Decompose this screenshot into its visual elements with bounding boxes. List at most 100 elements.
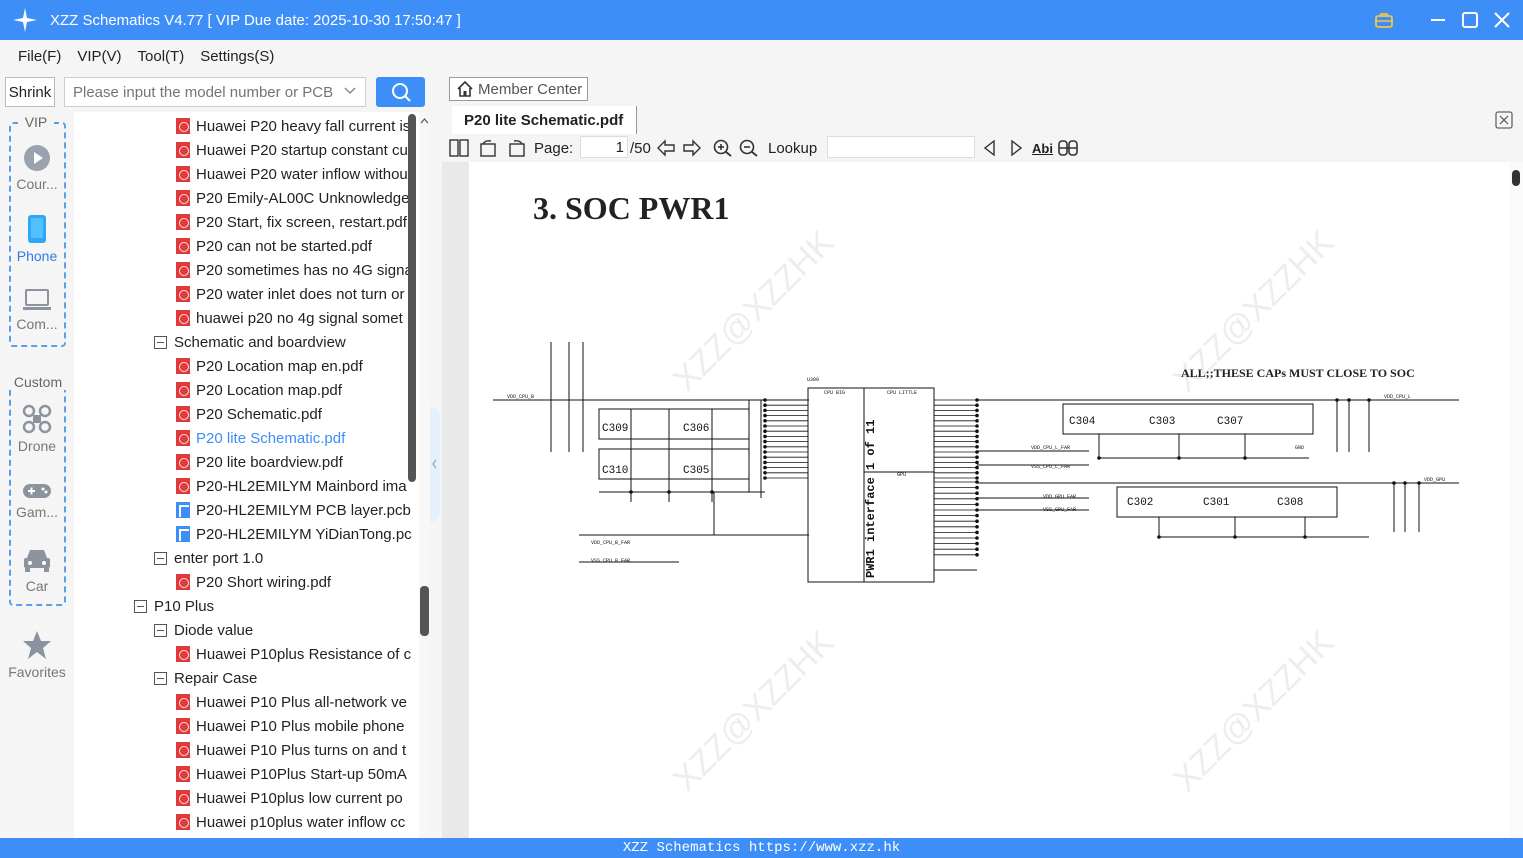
- zoom-in-icon[interactable]: [713, 138, 733, 158]
- nav-item-courses[interactable]: Cour...: [0, 144, 74, 192]
- rotate-right-icon[interactable]: [506, 138, 526, 158]
- search-icon: [391, 83, 411, 102]
- page-number-input[interactable]: 1: [580, 136, 628, 158]
- document-viewer[interactable]: 3. SOC PWR1 XZZ@XZZHK XZZ@XZZHK XZZ@XZZH…: [442, 162, 1523, 838]
- tree-item-label: P20-HL2EMILYM Mainbord ima: [196, 477, 407, 495]
- tree-file[interactable]: huawei p20 no 4g signal somet: [176, 306, 403, 330]
- find-all-icon[interactable]: [1058, 138, 1078, 158]
- tree-file[interactable]: P20 Schematic.pdf: [176, 402, 322, 426]
- tree-file[interactable]: P20 Start, fix screen, restart.pdf: [176, 210, 407, 234]
- find-next-icon[interactable]: [1008, 138, 1024, 158]
- tree-item-label: P20 Schematic.pdf: [196, 405, 322, 423]
- nav-item-game[interactable]: Gam...: [0, 482, 74, 520]
- tree-folder[interactable]: enter port 1.0: [154, 546, 263, 570]
- match-case-button[interactable]: Abi: [1032, 140, 1053, 156]
- search-combobox[interactable]: [64, 77, 366, 107]
- pdf-file-icon: [176, 814, 190, 830]
- shrink-button[interactable]: Shrink: [5, 77, 55, 107]
- nav-item-car[interactable]: Car: [0, 546, 74, 594]
- nav-label-courses: Cour...: [16, 176, 58, 192]
- tree-file[interactable]: P20-HL2EMILYM YiDianTong.pc: [176, 522, 412, 546]
- tree-file[interactable]: P20 sometimes has no 4G signa: [176, 258, 413, 282]
- search-button[interactable]: [376, 77, 425, 107]
- lookup-input[interactable]: [827, 136, 975, 158]
- tree-scrollbar-thumb[interactable]: [408, 114, 416, 482]
- junction-dot: [1097, 456, 1101, 460]
- pcb-file-icon: [176, 502, 190, 518]
- rotate-left-icon[interactable]: [479, 138, 499, 158]
- tree-file[interactable]: P20 water inlet does not turn or: [176, 282, 404, 306]
- collapse-toggle-icon[interactable]: [134, 599, 147, 613]
- junction-dot: [763, 424, 767, 428]
- tab-p20-lite-schematic[interactable]: P20 lite Schematic.pdf: [452, 106, 637, 134]
- search-input[interactable]: [73, 83, 333, 101]
- tree-file[interactable]: P20-HL2EMILYM Mainbord ima: [176, 474, 407, 498]
- tree-file[interactable]: Huawei P20 heavy fall current is: [176, 114, 410, 138]
- tree-file[interactable]: Huawei P20 water inflow withou: [176, 162, 408, 186]
- document-scrollbar-thumb[interactable]: [1512, 170, 1520, 186]
- nav-item-computer[interactable]: Com...: [0, 288, 74, 332]
- tree-folder[interactable]: Diode value: [154, 618, 253, 642]
- tree-file[interactable]: P20 Location map.pdf: [176, 378, 342, 402]
- scroll-up-arrow-icon[interactable]: [419, 116, 430, 126]
- tree-scrollbar-track[interactable]: [419, 112, 430, 838]
- junction-dot: [1157, 535, 1161, 539]
- panel-splitter[interactable]: [430, 72, 442, 838]
- pdf-page: 3. SOC PWR1 XZZ@XZZHK XZZ@XZZHK XZZ@XZZH…: [469, 162, 1509, 838]
- tree-outer-scrollbar-thumb[interactable]: [420, 586, 429, 636]
- tree-file[interactable]: Huawei P20 startup constant cu: [176, 138, 408, 162]
- junction-dot: [975, 485, 979, 490]
- tree-file[interactable]: P20 Emily-AL00C Unknowledge: [176, 186, 409, 210]
- tree-file[interactable]: Huawei P10 Plus turns on and t: [176, 738, 406, 762]
- close-button[interactable]: [1491, 9, 1513, 31]
- collapse-toggle-icon[interactable]: [154, 671, 167, 685]
- next-page-icon[interactable]: [682, 138, 702, 158]
- tree-file[interactable]: Huawei p10plus water inflow cc: [176, 810, 405, 834]
- tree-file[interactable]: Huawei P10 Plus mobile phone: [176, 714, 404, 738]
- pin-group-label: CPU BIG: [824, 390, 845, 396]
- menu-vip[interactable]: VIP(V): [77, 47, 122, 65]
- maximize-button[interactable]: [1459, 9, 1481, 31]
- pdf-file-icon: [176, 766, 190, 782]
- nav-item-favorites[interactable]: Favorites: [0, 630, 74, 680]
- menu-settings[interactable]: Settings(S): [200, 47, 275, 65]
- document-scrollbar[interactable]: [1509, 162, 1523, 838]
- collapse-toggle-icon[interactable]: [154, 335, 167, 349]
- nav-item-drone[interactable]: Drone: [0, 404, 74, 454]
- tree-file[interactable]: P20 Location map en.pdf: [176, 354, 363, 378]
- two-page-view-icon[interactable]: [449, 138, 469, 158]
- zoom-out-icon[interactable]: [739, 138, 759, 158]
- pdf-file-icon: [176, 382, 190, 398]
- briefcase-icon[interactable]: [1373, 9, 1395, 31]
- nav-item-phone[interactable]: Phone: [0, 214, 74, 264]
- junction-dot: [667, 490, 671, 494]
- collapse-handle[interactable]: [430, 407, 440, 522]
- junction-dot: [975, 450, 979, 454]
- tree-file[interactable]: Huawei P10 Plus all-network ve: [176, 690, 407, 714]
- menu-tool[interactable]: Tool(T): [137, 47, 185, 65]
- collapse-toggle-icon[interactable]: [154, 551, 167, 565]
- tree-folder[interactable]: Repair Case: [154, 666, 257, 690]
- tree-file[interactable]: P20 can not be started.pdf: [176, 234, 372, 258]
- tree-folder[interactable]: Schematic and boardview: [154, 330, 346, 354]
- menu-file[interactable]: File(F): [18, 47, 62, 65]
- chevron-down-icon[interactable]: [343, 84, 357, 102]
- member-center-button[interactable]: Member Center: [449, 77, 588, 101]
- find-prev-icon[interactable]: [982, 138, 998, 158]
- tree-file[interactable]: P20 lite Schematic.pdf: [176, 426, 345, 450]
- junction-dot: [763, 434, 767, 439]
- prev-page-icon[interactable]: [656, 138, 676, 158]
- tree-file[interactable]: P20 lite boardview.pdf: [176, 450, 343, 474]
- tree-item-label: Huawei P10 Plus turns on and t: [196, 741, 407, 759]
- close-tab-icon[interactable]: [1495, 111, 1513, 129]
- tree-file[interactable]: P20-HL2EMILYM PCB layer.pcb: [176, 498, 411, 522]
- tree-file[interactable]: Huawei P10Plus Start-up 50mA: [176, 762, 407, 786]
- junction-dot: [975, 536, 979, 540]
- collapse-toggle-icon[interactable]: [154, 623, 167, 637]
- tree-folder[interactable]: P10 Plus: [134, 594, 214, 618]
- minimize-button[interactable]: [1427, 9, 1449, 31]
- tree-file[interactable]: Huawei P10plus low current po: [176, 786, 403, 810]
- tree-item-label: Huawei P20 heavy fall current is: [196, 117, 411, 135]
- tree-file[interactable]: P20 Short wiring.pdf: [176, 570, 331, 594]
- tree-file[interactable]: Huawei P10plus Resistance of c: [176, 642, 411, 666]
